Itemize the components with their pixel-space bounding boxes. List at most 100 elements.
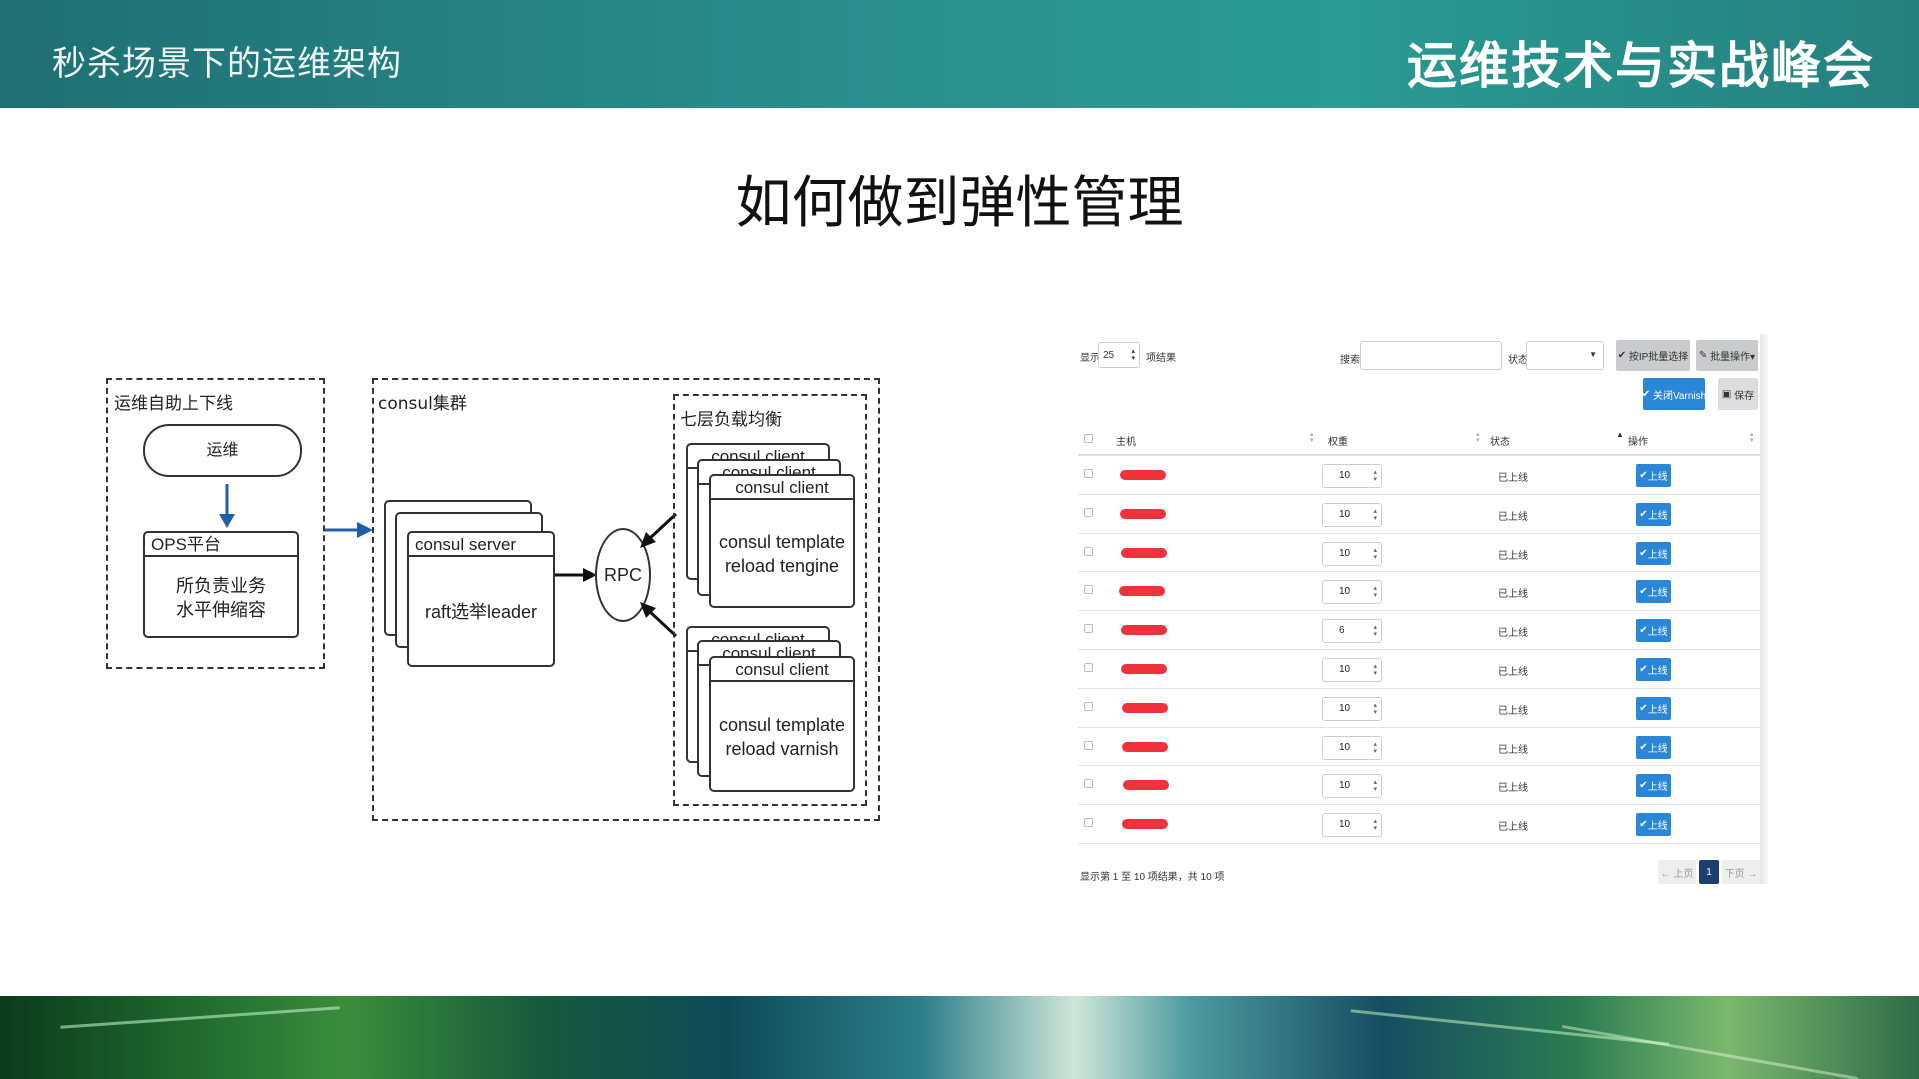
close-varnish-button[interactable]: ✔ 关闭Varnish [1641, 378, 1706, 410]
stepper-arrows-icon[interactable]: ▴▾ [1373, 818, 1377, 833]
online-button[interactable]: ✔ 上线 [1636, 619, 1671, 643]
weight-stepper[interactable]: 10▴▾ [1322, 658, 1382, 682]
table-row[interactable]: 10▴▾ 已上线 ✔ 上线 [1078, 689, 1760, 728]
weight-stepper[interactable]: 10▴▾ [1322, 735, 1382, 760]
client-top-title: consul client [711, 476, 853, 500]
batch-operation-button[interactable]: ✎ 批量操作▾ [1696, 340, 1758, 371]
stepper-arrows-icon[interactable]: ▴▾ [1373, 469, 1377, 483]
stepper-arrows-icon[interactable]: ▴▾ [1373, 546, 1377, 561]
row-checkbox[interactable] [1084, 818, 1093, 828]
online-button[interactable]: ✔ 上线 [1636, 502, 1671, 526]
table-row[interactable]: 10▴▾ 已上线 ✔ 上线 [1078, 650, 1760, 689]
search-input[interactable] [1360, 341, 1502, 370]
stepper-arrows-icon[interactable]: ▴▾ [1373, 507, 1377, 522]
ops-to-consul-arrow [325, 522, 373, 538]
save-button[interactable]: ▣ 保存 [1718, 378, 1758, 410]
status-filter-select[interactable]: ▼ [1526, 341, 1604, 370]
online-button[interactable]: ✔ 上线 [1636, 696, 1671, 720]
weight-stepper[interactable]: 10▴▾ [1322, 774, 1382, 799]
row-status: 已上线 [1498, 667, 1528, 678]
table-row[interactable]: 6▴▾已上线✔ 上线 [1078, 611, 1760, 650]
prev-page-button[interactable]: ← 上页 [1658, 860, 1696, 884]
lb-group-label: 七层负载均衡 [680, 410, 782, 430]
client-bottom-card: consul client consul template reload var… [709, 656, 855, 792]
online-button[interactable]: ✔ 上线 [1636, 580, 1671, 604]
check-icon: ✔ [1641, 388, 1653, 400]
client-bottom-line2: reload varnish [725, 739, 839, 759]
stepper-arrows-icon[interactable]: ▴▾ [1373, 624, 1377, 639]
consul-server-card: consul server raft选举leader [407, 531, 555, 667]
online-button[interactable]: ✔ 上线 [1636, 813, 1671, 837]
row-checkbox[interactable] [1084, 779, 1093, 789]
row-checkbox[interactable] [1084, 546, 1093, 556]
save-icon: ▣ [1721, 388, 1735, 400]
table-row[interactable]: 10▴▾已上线✔ 上线 [1078, 495, 1760, 534]
row-checkbox[interactable] [1084, 585, 1093, 595]
weight-management-panel: 显示 25 ▴▾ 项结果 搜索: 状态: ▼ ✔ 按IP批量选择 ✎ 批量操作▾… [1068, 330, 1768, 888]
row-status: 已上线 [1498, 473, 1528, 484]
row-checkbox[interactable] [1084, 663, 1093, 672]
check-icon: ✔ [1639, 780, 1648, 792]
row-status: 已上线 [1498, 589, 1528, 601]
check-icon: ✔ [1639, 470, 1648, 481]
row-checkbox[interactable] [1084, 740, 1093, 750]
check-icon: ✔ [1639, 547, 1648, 559]
ops-group [106, 378, 325, 669]
ip-batch-select-button[interactable]: ✔ 按IP批量选择 [1616, 340, 1690, 371]
weight-stepper[interactable]: 10▴▾ [1322, 813, 1382, 838]
check-icon: ✔ [1639, 702, 1648, 714]
table-header: 主机 ▴▾ 权重 ▴▾ 状态 ▲ 操作 ▴▾ [1078, 426, 1760, 456]
online-button[interactable]: ✔ 上线 [1636, 774, 1671, 798]
redacted-host [1122, 819, 1168, 830]
ops-group-label: 运维自助上下线 [114, 394, 233, 414]
online-button[interactable]: ✔ 上线 [1636, 658, 1671, 681]
weight-stepper[interactable]: 6▴▾ [1322, 619, 1382, 644]
redacted-host [1121, 547, 1167, 558]
online-button[interactable]: ✔ 上线 [1636, 541, 1671, 565]
table-row[interactable]: 10▴▾ 已上线 ✔ 上线 [1078, 456, 1760, 495]
online-button[interactable]: ✔ 上线 [1636, 735, 1671, 759]
consul-server-body: raft选举leader [424, 602, 538, 622]
table-row[interactable]: 10▴▾已上线✔ 上线 [1078, 766, 1760, 806]
search-label: 搜索: [1340, 355, 1363, 366]
check-icon: ✔ [1639, 741, 1648, 753]
rpc-inbound-arrows [640, 512, 678, 638]
page-size-select[interactable]: 25 ▴▾ [1098, 342, 1140, 368]
page-1-button[interactable]: 1 [1699, 860, 1719, 884]
row-checkbox[interactable] [1084, 507, 1093, 517]
ops-arrow-down [219, 484, 235, 528]
row-status: 已上线 [1498, 550, 1528, 562]
stepper-arrows-icon[interactable]: ▴▾ [1373, 585, 1377, 600]
status-filter-label: 状态: [1508, 355, 1531, 366]
lb-group [673, 394, 867, 806]
select-all-checkbox[interactable] [1084, 434, 1093, 443]
ops-platform-title: OPS平台 [145, 533, 297, 557]
col-host[interactable]: 主机 [1116, 437, 1136, 448]
client-bottom-line1: consul template [718, 715, 846, 735]
weight-stepper[interactable]: 10▴▾ [1322, 541, 1382, 566]
row-checkbox[interactable] [1084, 469, 1093, 478]
table-row[interactable]: 10▴▾ 已上线 ✔ 上线 [1078, 572, 1760, 612]
weight-stepper[interactable]: 10▴▾ [1322, 696, 1382, 721]
next-page-button[interactable]: 下页 → [1722, 860, 1760, 884]
col-weight[interactable]: 权重 [1328, 437, 1348, 448]
stepper-arrows-icon[interactable]: ▴▾ [1373, 663, 1377, 677]
consul-server-title: consul server [409, 533, 553, 557]
col-status[interactable]: 状态 [1490, 437, 1510, 448]
table-row[interactable]: 10▴▾ 已上线 ✔ 上线 [1078, 534, 1760, 573]
online-button[interactable]: ✔ 上线 [1636, 464, 1671, 487]
table-row[interactable]: 10▴▾已上线✔ 上线 [1078, 728, 1760, 767]
row-checkbox[interactable] [1084, 624, 1093, 634]
stepper-arrows-icon[interactable]: ▴▾ [1373, 779, 1377, 794]
client-top-line1: consul template [718, 532, 846, 552]
weight-stepper[interactable]: 10▴▾ [1322, 580, 1382, 605]
col-action[interactable]: 操作 [1628, 437, 1648, 448]
weight-stepper[interactable]: 10▴▾ [1322, 464, 1382, 488]
sort-icon: ▴▾ [1750, 431, 1754, 444]
stepper-arrows-icon[interactable]: ▴▾ [1373, 740, 1377, 755]
row-status: 已上线 [1498, 705, 1528, 717]
stepper-arrows-icon[interactable]: ▴▾ [1373, 701, 1377, 716]
row-checkbox[interactable] [1084, 701, 1093, 711]
table-row[interactable]: 10▴▾已上线✔ 上线 [1078, 805, 1760, 844]
weight-stepper[interactable]: 10▴▾ [1322, 502, 1382, 527]
